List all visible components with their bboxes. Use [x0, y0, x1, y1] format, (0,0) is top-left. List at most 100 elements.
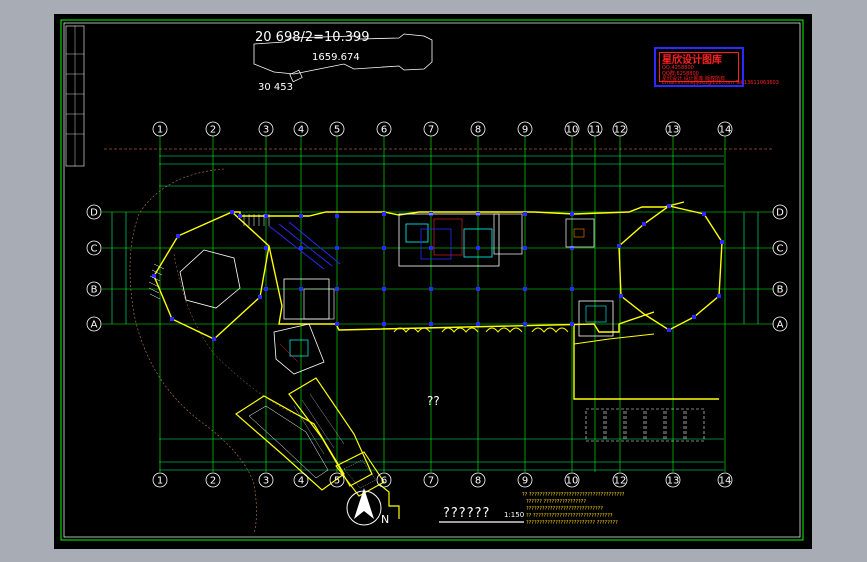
- note-line: ?????????????????????????? ????????: [526, 520, 618, 526]
- axis-bubble-top: 4: [293, 121, 309, 137]
- column-marker: [523, 246, 527, 250]
- axis-bubble-top: 13: [665, 121, 681, 137]
- note-line: ?????????????????????????????: [526, 506, 603, 512]
- column-marker: [570, 322, 574, 326]
- landscape-curve: [129, 168, 257, 535]
- column-marker: [429, 246, 433, 250]
- svg-text:1: 1: [157, 476, 163, 487]
- svg-text:14: 14: [719, 125, 732, 136]
- svg-text:4: 4: [298, 125, 304, 136]
- entrance-arches: [393, 327, 569, 333]
- axis-bubble-top: 9: [517, 121, 533, 137]
- center-mark: ??: [427, 394, 440, 408]
- svg-text:1: 1: [157, 125, 163, 136]
- svg-text:13: 13: [667, 125, 680, 136]
- axis-bubble-top: 14: [717, 121, 733, 137]
- title-block-strip: [65, 25, 85, 167]
- svg-text:14: 14: [719, 476, 732, 487]
- column-marker: [264, 287, 268, 291]
- column-marker: [299, 287, 303, 291]
- stamp-title: 星欣设计图库: [662, 55, 722, 66]
- axis-bubble-bottom: 1: [152, 472, 168, 488]
- svg-text:A: A: [91, 320, 98, 331]
- svg-text:6: 6: [381, 476, 387, 487]
- column-marker: [335, 322, 339, 326]
- core-rooms: [283, 213, 614, 337]
- column-marker: [382, 246, 386, 250]
- site-outline: [253, 33, 433, 75]
- axis-bubble-bottom: 13: [665, 472, 681, 488]
- column-marker: [264, 214, 268, 218]
- left-pavilion: [153, 211, 270, 340]
- axis-bubble-top: 5: [329, 121, 345, 137]
- column-marker: [170, 317, 174, 321]
- watermark-stamp: 星欣设计图库 QQ:4258800 QQ群:6258800 星欣设计 设计图库 …: [654, 47, 779, 87]
- svg-text:7: 7: [428, 476, 434, 487]
- column-marker: [212, 337, 216, 341]
- axis-bubble-top: 6: [376, 121, 392, 137]
- svg-text:D: D: [90, 208, 98, 219]
- svg-text:10: 10: [566, 476, 579, 487]
- svg-text:12: 12: [614, 125, 627, 136]
- column-marker: [176, 234, 180, 238]
- axis-bubble-left: B: [86, 281, 102, 297]
- svg-text:3: 3: [263, 125, 269, 136]
- axis-bubble-top: 11: [587, 121, 603, 137]
- column-marker: [258, 295, 262, 299]
- bottom-dimension: [159, 438, 724, 471]
- axis-bubble-bottom: 5: [329, 472, 345, 488]
- axis-bubble-top: 8: [470, 121, 486, 137]
- stamp-line-4: Email:xinshejijuku@126.com Tel:136110636…: [662, 80, 779, 86]
- column-marker: [619, 294, 623, 298]
- north-arrow: [346, 488, 382, 526]
- axis-bubble-left: A: [86, 316, 102, 332]
- parking-stalls: [585, 408, 705, 442]
- svg-text:A: A: [777, 320, 784, 331]
- column-marker: [382, 287, 386, 291]
- plan-title: ??????: [443, 506, 491, 521]
- column-marker: [230, 210, 234, 214]
- axis-bubble-top: 3: [258, 121, 274, 137]
- svg-text:3: 3: [263, 476, 269, 487]
- column-marker: [617, 244, 621, 248]
- axis-bubble-top: 2: [205, 121, 221, 137]
- column-marker: [642, 222, 646, 226]
- svg-text:2: 2: [210, 125, 216, 136]
- grid-vertical-lines: [159, 136, 726, 472]
- outer-frame: [60, 19, 804, 541]
- axis-bubble-top: 1: [152, 121, 168, 137]
- axis-bubble-bottom: 7: [423, 472, 439, 488]
- svg-text:C: C: [91, 244, 98, 255]
- axis-bubble-bottom: 14: [717, 472, 733, 488]
- scale-label: 20 698/2=10.399: [255, 30, 370, 45]
- column-marker: [523, 212, 527, 216]
- column-marker: [264, 246, 268, 250]
- column-marker: [570, 246, 574, 250]
- column-marker: [667, 328, 671, 332]
- column-marker: [335, 214, 339, 218]
- note-line: ?? ????????????????????????????????????: [522, 492, 625, 498]
- landscape-curve-inner: [173, 253, 295, 415]
- axis-bubble-bottom: 10: [564, 472, 580, 488]
- escalator-lines: [268, 221, 341, 270]
- lower-lobby: [273, 323, 325, 375]
- staircases: [148, 214, 270, 300]
- axis-bubble-top: 7: [423, 121, 439, 137]
- svg-text:8: 8: [475, 476, 481, 487]
- column-marker: [692, 315, 696, 319]
- column-marker: [476, 246, 480, 250]
- svg-text:5: 5: [334, 476, 340, 487]
- stamp-line-2: QQ群:6258800: [662, 71, 699, 77]
- side-dimensions: [111, 212, 759, 324]
- column-marker: [299, 246, 303, 250]
- column-marker: [429, 322, 433, 326]
- svg-text:C: C: [777, 244, 784, 255]
- note-line: ?? ??????????????????????????????: [526, 513, 613, 519]
- svg-text:7: 7: [428, 125, 434, 136]
- top-dimension: [104, 148, 774, 187]
- axis-bubble-top: 10: [564, 121, 580, 137]
